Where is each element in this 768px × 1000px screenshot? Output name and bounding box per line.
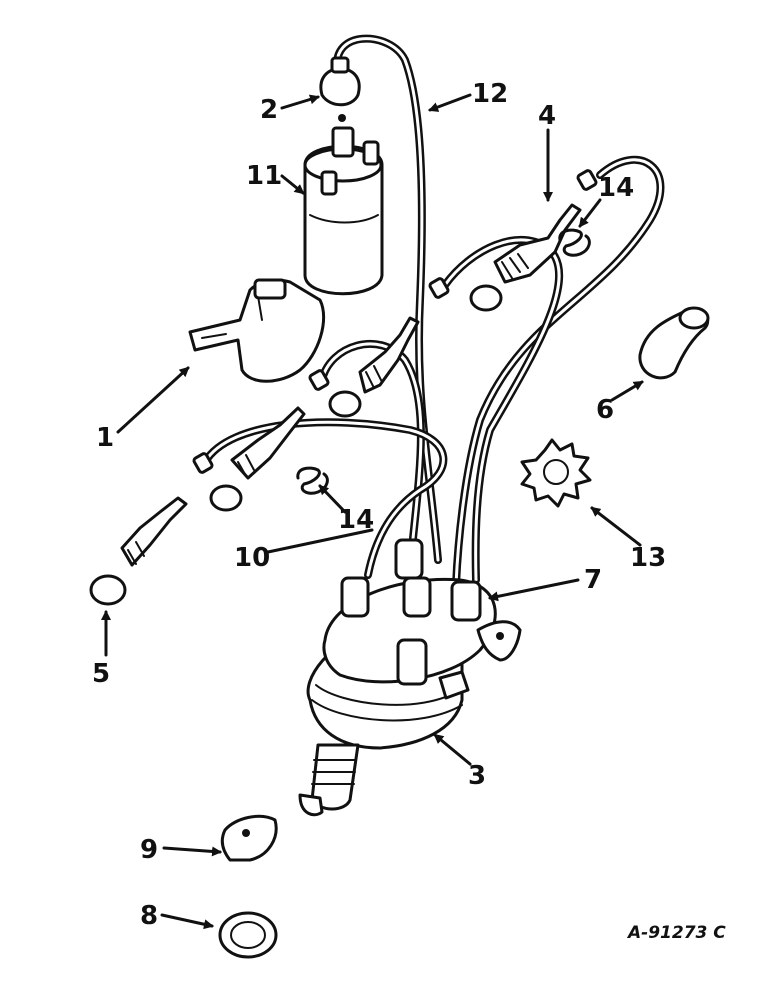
reference-number: A-91273 C	[626, 923, 726, 943]
leader-12	[428, 93, 472, 112]
leader-8	[160, 913, 214, 930]
callout-3: 3	[468, 761, 486, 791]
leader-1	[116, 366, 190, 434]
leader-6	[610, 380, 644, 402]
leader-14b	[318, 484, 347, 514]
leader-lines	[101, 93, 644, 930]
callout-5: 5	[92, 659, 110, 689]
distributor-rotor	[638, 306, 710, 380]
callout-4: 4	[538, 101, 556, 131]
callout-13: 13	[630, 543, 666, 573]
leader-11	[280, 174, 305, 195]
leader-13	[590, 506, 642, 547]
ignition-wires	[201, 34, 665, 589]
gasket-part-5	[89, 574, 127, 606]
leader-14a	[578, 198, 602, 228]
callout-labels: 1 2 3 4 5 6 7 8 9 10 11 12 13 14 14	[92, 79, 666, 931]
leader-7	[488, 578, 580, 602]
hold-down-clamp	[220, 814, 278, 862]
callout-9: 9	[140, 835, 158, 865]
callout-14a: 14	[598, 173, 634, 203]
spark-plug-lower-middle	[230, 406, 306, 480]
callout-10: 10	[234, 543, 270, 573]
callout-14b: 14	[338, 505, 374, 535]
spark-plug-middle	[358, 316, 420, 394]
ignition-coil	[303, 126, 384, 296]
callout-2: 2	[260, 95, 278, 125]
coil-boot	[319, 56, 361, 122]
leader-3	[433, 733, 472, 766]
wire-clip-upper	[558, 228, 591, 257]
spark-plug-top-right	[493, 203, 582, 284]
wire-coil-lead	[333, 34, 442, 564]
distributor-gasket	[218, 911, 278, 959]
leader-9	[162, 846, 222, 857]
leader-2	[280, 94, 320, 110]
callout-8: 8	[140, 901, 158, 931]
callout-6: 6	[596, 395, 614, 425]
leader-10	[266, 528, 374, 554]
distributor	[298, 538, 497, 817]
callout-7: 7	[584, 565, 602, 595]
callout-11: 11	[246, 161, 282, 191]
distributor-clamp-right	[476, 620, 522, 662]
wire-terminals	[192, 169, 598, 474]
spark-plug-lower-left	[120, 496, 188, 567]
coil-bracket	[188, 278, 325, 383]
lock-washer	[520, 438, 592, 508]
callout-1: 1	[96, 423, 114, 453]
plug-gaskets	[89, 284, 503, 606]
callout-12: 12	[472, 79, 508, 109]
